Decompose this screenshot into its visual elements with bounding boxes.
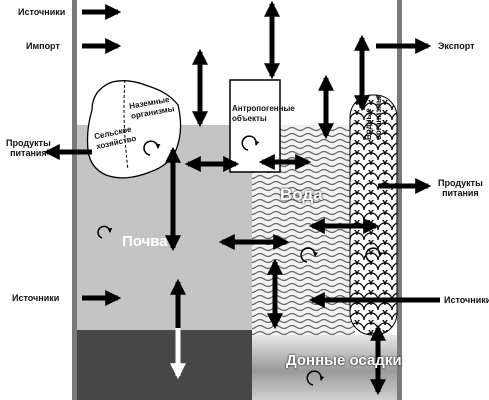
- anthropogenic-box: [229, 79, 281, 173]
- sediments-label: Донные осадки: [286, 352, 402, 369]
- anthropogenic-line1: Антропогенные: [232, 104, 295, 113]
- nutrients-left-line1: Продукты: [6, 138, 51, 148]
- water-organisms-line2: организмы: [374, 96, 383, 140]
- nutrients-left-line2: питания: [10, 148, 47, 158]
- nutrients-left-label: Продукты питания: [6, 138, 51, 158]
- nutrients-right-label: Продукты питания: [438, 178, 483, 198]
- anthropogenic-line2: объекты: [232, 114, 267, 123]
- sources-top-label: Источники: [18, 7, 66, 17]
- ecosystem-box: [72, 0, 402, 400]
- nutrients-right-line1: Продукты: [438, 178, 483, 188]
- nutrients-right-line2: питания: [442, 188, 479, 198]
- deep-soil-zone: [77, 330, 252, 400]
- internal-arrows: [164, 0, 387, 396]
- sources-left-label: Источники: [12, 293, 60, 303]
- soil-label: Почва: [122, 233, 168, 250]
- blob-divider: [123, 79, 129, 171]
- sources-right-label: Источники: [444, 295, 489, 305]
- water-organisms-line1: Водные: [364, 108, 373, 140]
- import-label: Импорт: [26, 41, 60, 51]
- cycle-icons: [97, 135, 383, 386]
- water-organisms-label: Водные организмы: [364, 96, 384, 140]
- external-arrows: [43, 3, 440, 309]
- anthropogenic-label: Антропогенные объекты: [232, 104, 295, 124]
- export-label: Экспорт: [438, 41, 475, 51]
- water-label: Вода: [280, 185, 323, 204]
